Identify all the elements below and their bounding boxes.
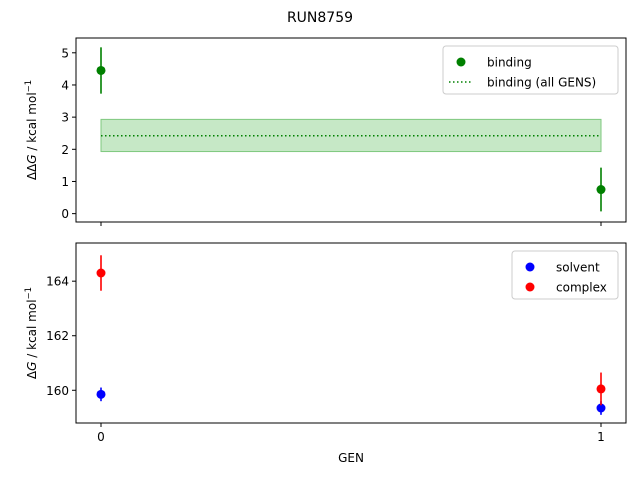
data-point bbox=[96, 268, 106, 278]
y-tick-label: 1 bbox=[61, 175, 69, 189]
legend: solvent complex bbox=[511, 250, 619, 300]
legend-label: binding (all GENS) bbox=[487, 76, 596, 90]
chart-title: RUN8759 bbox=[287, 10, 353, 26]
x-axis-label: GEN bbox=[338, 451, 364, 465]
y-tick-label: 162 bbox=[46, 329, 69, 343]
y-tick-label: 3 bbox=[61, 111, 69, 125]
data-point bbox=[96, 389, 106, 399]
data-point bbox=[596, 403, 606, 413]
data-point bbox=[596, 384, 606, 394]
x-tick-label: 1 bbox=[597, 430, 605, 444]
y-tick-label: 5 bbox=[61, 46, 69, 60]
legend-label: solvent bbox=[556, 261, 600, 275]
legend-frame bbox=[511, 250, 619, 300]
y-tick-label: 4 bbox=[61, 78, 69, 92]
legend-label: binding bbox=[487, 56, 532, 70]
y-tick-label: 0 bbox=[61, 207, 69, 221]
legend-label: complex bbox=[556, 281, 607, 295]
legend-marker bbox=[456, 57, 466, 67]
legend-marker bbox=[525, 282, 535, 292]
data-point bbox=[596, 185, 606, 195]
x-tick-label: 0 bbox=[97, 430, 105, 444]
y-axis-label: ΔG / kcal mol−1 bbox=[24, 287, 39, 379]
y-tick-label: 2 bbox=[61, 143, 69, 157]
y-tick-label: 160 bbox=[46, 384, 69, 398]
legend-marker bbox=[525, 262, 535, 272]
legend: binding binding (all GENS) bbox=[442, 45, 619, 95]
y-axis-label: ΔΔG / kcal mol−1 bbox=[24, 80, 39, 180]
legend-frame bbox=[442, 45, 619, 95]
data-point bbox=[96, 65, 106, 75]
y-tick-label: 164 bbox=[46, 275, 69, 289]
axes-frame bbox=[75, 37, 627, 223]
axes-frame bbox=[75, 242, 627, 424]
